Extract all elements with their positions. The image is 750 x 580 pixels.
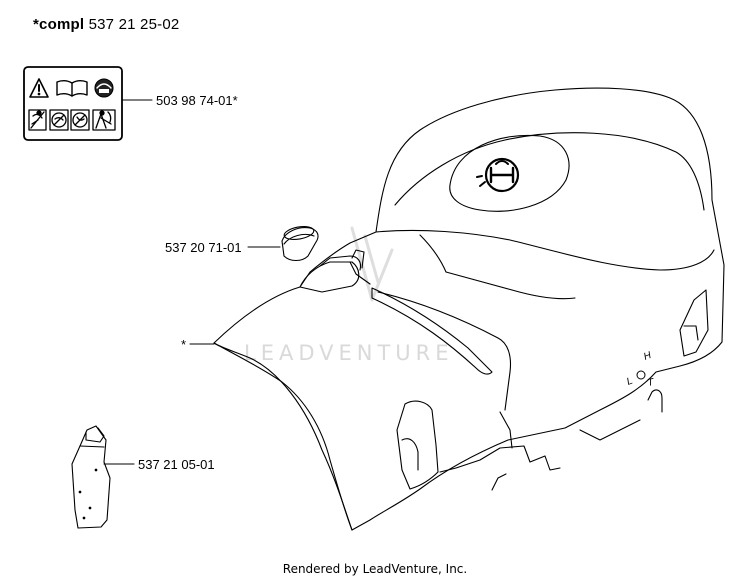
hot-marking: H bbox=[642, 350, 653, 363]
decal-part-number: 503 98 74-01* bbox=[156, 93, 238, 108]
lock-marking: L bbox=[625, 376, 634, 388]
manual-book-icon bbox=[56, 80, 88, 97]
prohibition-icons bbox=[28, 109, 116, 131]
plate-part-number: 537 21 05-01 bbox=[138, 457, 215, 472]
warning-icon bbox=[29, 78, 49, 98]
heat-shield-plate bbox=[71, 425, 111, 529]
plug-part-number: 537 20 71-01 bbox=[165, 240, 242, 255]
cover-part-marker: * bbox=[181, 337, 187, 352]
cylinder-cover: L H T bbox=[213, 87, 725, 531]
choke-opening bbox=[299, 249, 371, 293]
safety-decal bbox=[23, 66, 123, 141]
t-marking: T bbox=[647, 377, 656, 389]
watermark-text: LEADVENTURE bbox=[244, 341, 454, 365]
watermark: LEADVENTURE bbox=[244, 226, 454, 365]
render-credit: Rendered by LeadVenture, Inc. bbox=[282, 562, 468, 576]
assembly-heading: *compl 537 21 25-02 bbox=[33, 16, 179, 33]
brand-logo bbox=[449, 134, 570, 212]
rubber-plug bbox=[281, 225, 319, 262]
heading-part-number: 537 21 25-02 bbox=[88, 16, 180, 33]
helmet-icon bbox=[94, 78, 114, 98]
heading-prefix: *compl bbox=[33, 16, 85, 33]
cover-outline bbox=[213, 87, 725, 531]
